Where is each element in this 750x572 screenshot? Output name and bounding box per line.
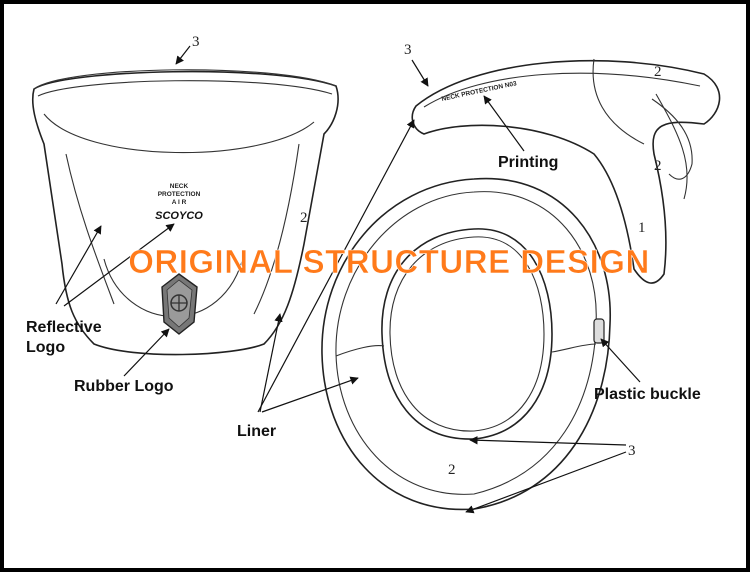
arrow-liner-1 xyxy=(259,313,283,413)
side-view: NECK PROTECTION N03 3 2 2 1 xyxy=(404,42,721,284)
label-rubber-logo: Rubber Logo xyxy=(74,378,174,395)
arrow-liner-3 xyxy=(257,119,415,413)
front-top-rim-inner xyxy=(37,80,333,97)
ring-view: 2 3 xyxy=(321,177,636,514)
plastic-buckle-shape xyxy=(593,318,605,344)
front-top-rim xyxy=(33,69,337,90)
callouts: Reflective Logo Rubber Logo Liner Printi… xyxy=(26,95,701,440)
side-inner-liner-2 xyxy=(655,93,688,200)
arrow-liner-2 xyxy=(261,376,359,413)
front-left-contour xyxy=(65,153,115,305)
label-3-front-top: 3 xyxy=(192,34,200,50)
ring-seam-right xyxy=(551,343,597,353)
label-plastic-buckle: Plastic buckle xyxy=(594,386,701,403)
label-printing: Printing xyxy=(498,154,558,171)
rubber-logo-badge xyxy=(161,273,198,335)
arrow-rubber-logo xyxy=(123,328,170,377)
print-neck: NECK xyxy=(170,183,189,190)
print-air: A I R xyxy=(172,199,187,206)
ring-seam-left xyxy=(335,345,385,357)
label-liner: Liner xyxy=(237,423,276,440)
label-2-ring-bottom: 2 xyxy=(448,462,456,478)
neck-brace-diagram: NECK PROTECTION A I R SCOYCO 3 2 NECK PR… xyxy=(26,34,721,514)
brand-logo-text: SCOYCO xyxy=(155,210,203,222)
ring-inner-rim xyxy=(389,236,545,432)
side-top-contour xyxy=(423,72,701,108)
label-reflective-line1: Reflective xyxy=(26,319,102,336)
banner-title: ORIGINAL STRUCTURE DESIGN xyxy=(128,243,650,280)
arrow-reflective-2 xyxy=(63,223,175,307)
side-shell xyxy=(411,59,721,284)
front-view: NECK PROTECTION A I R SCOYCO 3 2 xyxy=(31,34,339,356)
label-3-ring-right: 3 xyxy=(628,443,636,459)
arrow-3-ring-inner xyxy=(469,436,627,446)
label-3-side-top: 3 xyxy=(404,42,412,58)
arrow-printing xyxy=(483,95,525,152)
print-protection: PROTECTION xyxy=(158,191,201,198)
label-reflective-line2: Logo xyxy=(26,339,65,356)
arrow-reflective-1 xyxy=(55,225,102,305)
arrow-3-side-top xyxy=(411,59,429,87)
diagram-canvas: NECK PROTECTION A I R SCOYCO 3 2 NECK PR… xyxy=(4,4,746,568)
front-shell xyxy=(31,70,339,356)
arrow-3-front-top xyxy=(175,45,191,65)
label-2-side-b: 2 xyxy=(654,158,662,174)
label-1-side: 1 xyxy=(638,220,646,236)
arrow-3-ring-outer xyxy=(465,451,627,514)
side-inner-liner xyxy=(651,98,693,180)
label-2-front-body: 2 xyxy=(300,210,308,226)
arrow-plastic-buckle xyxy=(600,338,641,383)
ring-outer-rim xyxy=(335,191,597,495)
front-fold-line xyxy=(43,113,315,154)
label-2-side-a: 2 xyxy=(654,64,662,80)
side-seam xyxy=(592,58,645,145)
front-right-contour xyxy=(253,143,300,315)
